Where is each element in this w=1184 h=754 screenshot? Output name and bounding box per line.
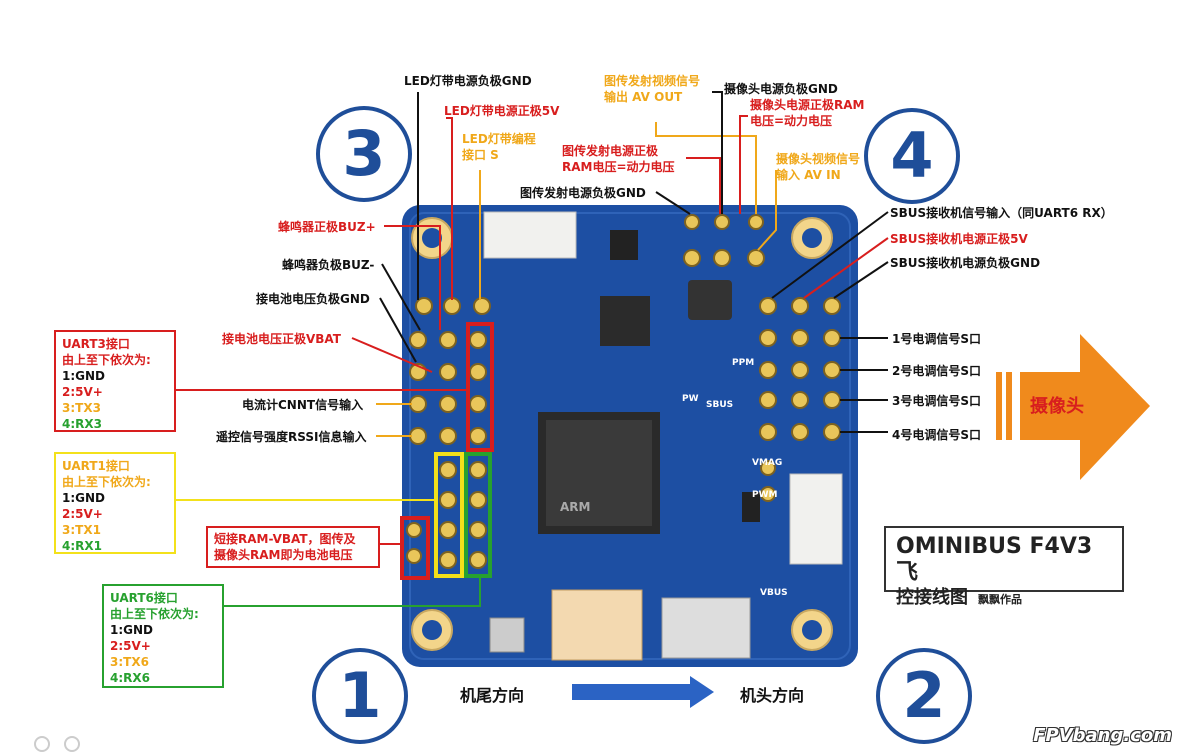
camera-arrow [1020, 334, 1150, 480]
inductor [688, 280, 732, 320]
board-vbus: VBUS [760, 588, 788, 598]
zoom-in-icon[interactable] [34, 736, 50, 752]
label-cam-av: 摄像头视频信号 [776, 152, 861, 166]
label-cam-ram2: 电压=动力电压 [750, 114, 833, 128]
board-sbus: SBUS [706, 400, 734, 410]
uart3-l2: 2:5V+ [62, 385, 103, 399]
ram-vbat-l1: 短接RAM-VBAT，图传及 [214, 532, 356, 546]
title-box: OMINIBUS F4V3飞 控接线图飘飘作品 [884, 526, 1124, 608]
label-buz-minus: 蜂鸣器负极BUZ- [282, 258, 375, 272]
corner-number-1: 1 [312, 648, 408, 744]
uart3-l3: 3:TX3 [62, 401, 101, 415]
uart3-sub: 由上至下依次为: [62, 353, 151, 367]
label-esc2: 2号电调信号S口 [892, 364, 981, 378]
board-vmag: VMAG [752, 458, 783, 468]
label-vtx-ram2: RAM电压=动力电压 [562, 160, 675, 174]
label-sbus-5v: SBUS接收机电源正极5V [890, 232, 1028, 246]
board-arm: ARM [560, 500, 591, 514]
ram-vbat-l2: 摄像头RAM即为电池电压 [214, 548, 353, 562]
direction-head: 机头方向 [740, 686, 805, 705]
label-cnnt: 电流计CNNT信号输入 [242, 398, 364, 412]
uart3-title: UART3接口 [62, 337, 130, 351]
uart1-l1: 1:GND [62, 491, 106, 505]
uart1-l2: 2:5V+ [62, 507, 103, 521]
label-vtx-out2: 输出 AV OUT [604, 90, 683, 104]
label-led-5v: LED灯带电源正极5V [444, 104, 560, 118]
corner-number-4: 4 [864, 108, 960, 204]
label-esc4: 4号电调信号S口 [892, 428, 981, 442]
label-esc1: 1号电调信号S口 [892, 332, 981, 346]
zoom-out-icon[interactable] [64, 736, 80, 752]
title-line1: OMINIBUS F4V3飞 [896, 534, 1093, 585]
gyro-chip [600, 296, 650, 346]
board-ppm: PPM [732, 358, 755, 368]
title-author: 飘飘作品 [978, 593, 1022, 606]
corner-number-2: 2 [876, 648, 972, 744]
label-vtx-ram: 图传发射电源正极 [562, 144, 659, 158]
uart1-sub: 由上至下依次为: [62, 475, 151, 489]
esc-connector [789, 473, 843, 565]
label-esc3: 3号电调信号S口 [892, 394, 981, 408]
label-cam-av2: 输入 AV IN [776, 168, 841, 182]
label-led-gnd: LED灯带电源负极GND [404, 74, 532, 88]
uart6-sub: 由上至下依次为: [110, 607, 199, 621]
uart3-l4: 4:RX3 [62, 417, 102, 431]
label-vtx-gnd: 图传发射电源负极GND [520, 186, 646, 200]
title-line2: 控接线图 [896, 587, 968, 608]
label-led-s: LED灯带编程 [462, 132, 536, 146]
watermark: FPVbang.com [1033, 725, 1172, 746]
uart1-box: UART1接口 由上至下依次为: 1:GND 2:5V+ 3:TX1 4:RX1 [54, 452, 176, 554]
uart6-l4: 4:RX6 [110, 671, 150, 685]
label-camera: 摄像头 [1030, 396, 1084, 417]
uart6-title: UART6接口 [110, 591, 178, 605]
uart3-l1: 1:GND [62, 369, 106, 383]
label-cam-ram: 摄像头电源正极RAM [750, 98, 865, 112]
label-vbat: 接电池电压正极VBAT [222, 332, 341, 346]
uart1-title: UART1接口 [62, 459, 130, 473]
label-buz-plus: 蜂鸣器正极BUZ+ [278, 220, 376, 234]
uart6-l3: 3:TX6 [110, 655, 149, 669]
label-vtx-out: 图传发射视频信号 [604, 74, 701, 88]
board-pw: PW [682, 394, 699, 404]
label-led-s2: 接口 S [462, 148, 499, 162]
board-pwm: PWM [752, 490, 778, 500]
label-sbus-gnd: SBUS接收机电源负极GND [890, 256, 1041, 270]
direction-arrow [572, 676, 714, 708]
ram-vbat-note: 短接RAM-VBAT，图传及 摄像头RAM即为电池电压 [206, 526, 380, 568]
uart6-l1: 1:GND [110, 623, 154, 637]
label-cam-gnd: 摄像头电源负极GND [724, 82, 838, 96]
corner-number-3: 3 [316, 106, 412, 202]
uart6-box: UART6接口 由上至下依次为: 1:GND 2:5V+ 3:TX6 4:RX6 [102, 584, 224, 688]
usb-port [661, 597, 751, 659]
uart1-l4: 4:RX1 [62, 539, 102, 553]
uart1-l3: 3:TX1 [62, 523, 101, 537]
label-rssi: 遥控信号强度RSSI信息输入 [216, 430, 367, 444]
label-sbus-in: SBUS接收机信号输入（同UART6 RX） [890, 206, 1113, 220]
led-connector [483, 211, 577, 259]
uart6-l2: 2:5V+ [110, 639, 151, 653]
direction-tail: 机尾方向 [460, 686, 525, 705]
battery-connector [551, 589, 643, 661]
uart3-box: UART3接口 由上至下依次为: 1:GND 2:5V+ 3:TX3 4:RX3 [54, 330, 176, 432]
label-bat-gnd: 接电池电压负极GND [256, 292, 370, 306]
